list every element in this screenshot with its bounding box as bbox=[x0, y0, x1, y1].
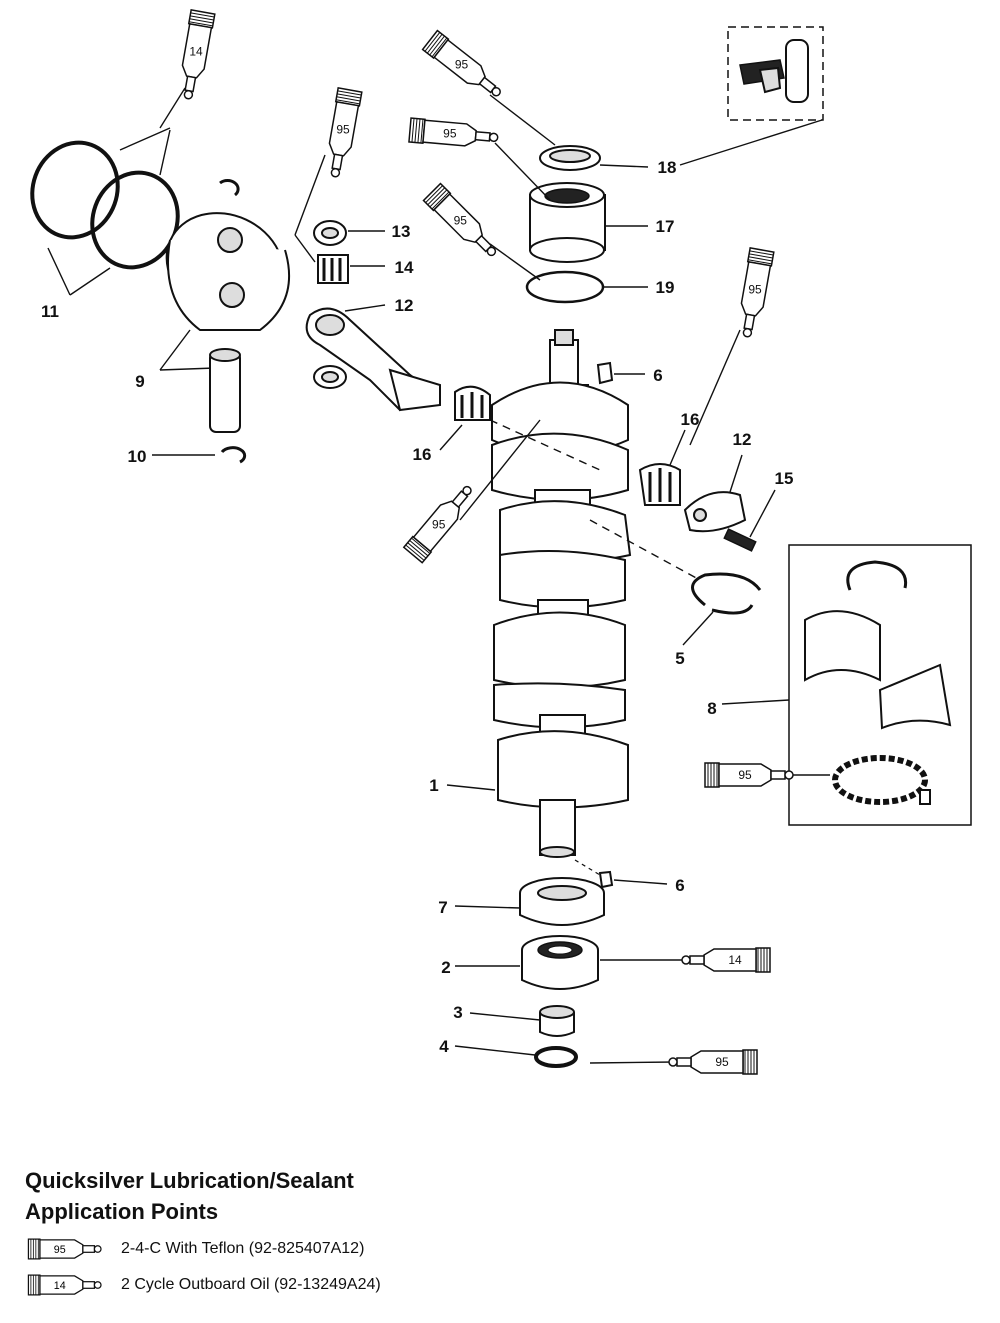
legend-item: 95 2-4-C With Teflon (92-825407A12) bbox=[25, 1235, 625, 1263]
lube-tube-95-inset: 95 bbox=[704, 762, 794, 788]
svg-text:95: 95 bbox=[715, 1055, 729, 1069]
svg-text:95: 95 bbox=[738, 768, 752, 782]
bearing-cage-left bbox=[439, 385, 491, 451]
lube-tube-95-bearing: 95 bbox=[408, 117, 500, 151]
legend: Quicksilver Lubrication/Sealant Applicat… bbox=[25, 1165, 625, 1299]
legend-title-line-2: Application Points bbox=[25, 1199, 219, 1224]
inset-detail-top bbox=[679, 26, 824, 166]
lube-tube-icon: 14 bbox=[27, 1274, 102, 1296]
callout-16-right: 16 bbox=[681, 410, 700, 429]
inset-detail-bearings bbox=[721, 544, 972, 826]
svg-text:14: 14 bbox=[54, 1280, 66, 1292]
lube-tube-14-top: 14 bbox=[175, 9, 216, 102]
top-seal-bearing bbox=[525, 145, 649, 304]
callout-18: 18 bbox=[658, 158, 677, 177]
svg-text:95: 95 bbox=[336, 122, 350, 136]
lube-tube-95-rod: 95 bbox=[322, 87, 363, 180]
exploded-parts-diagram: 14 95 95 95 95 95 95 95 14 95 1 2 3 4 5 … bbox=[30, 9, 972, 1075]
lube-tube-95-right: 95 bbox=[734, 247, 775, 340]
legend-title: Quicksilver Lubrication/Sealant Applicat… bbox=[25, 1165, 625, 1227]
svg-text:14: 14 bbox=[728, 953, 742, 967]
legend-item-description: 2-4-C With Teflon (92-825407A12) bbox=[121, 1240, 365, 1257]
callout-14: 14 bbox=[395, 258, 414, 277]
callout-12-cap: 12 bbox=[733, 430, 752, 449]
callout-17: 17 bbox=[656, 217, 675, 236]
crankshaft bbox=[446, 329, 701, 858]
callout-16-left: 16 bbox=[413, 445, 432, 464]
svg-text:95: 95 bbox=[432, 517, 446, 531]
lube-tube-95-ring: 95 bbox=[422, 182, 504, 264]
connecting-rod bbox=[305, 220, 441, 412]
lube-tube-95-seal: 95 bbox=[421, 29, 508, 105]
rod-cap-right bbox=[638, 429, 776, 552]
callout-15: 15 bbox=[775, 469, 794, 488]
callout-5: 5 bbox=[675, 649, 684, 668]
lube-tube-95-crank: 95 bbox=[403, 479, 480, 564]
callout-7: 7 bbox=[438, 898, 447, 917]
callout-10: 10 bbox=[128, 447, 147, 466]
lower-seal bbox=[454, 877, 605, 926]
legend-item-description: 2 Cycle Outboard Oil (92-13249A24) bbox=[121, 1276, 381, 1293]
callout-19: 19 bbox=[656, 278, 675, 297]
callout-4: 4 bbox=[439, 1037, 449, 1056]
callout-12-rod: 12 bbox=[395, 296, 414, 315]
legend-item: 14 2 Cycle Outboard Oil (92-13249A24) bbox=[25, 1271, 625, 1299]
ball-bearing bbox=[455, 935, 688, 990]
svg-text:95: 95 bbox=[748, 282, 762, 296]
sleeve bbox=[469, 1005, 575, 1037]
piston-rings bbox=[30, 127, 180, 296]
callout-8: 8 bbox=[707, 699, 716, 718]
callout-2: 2 bbox=[441, 958, 450, 977]
svg-text:95: 95 bbox=[443, 126, 457, 140]
lube-tube-14-bearing: 14 bbox=[681, 947, 771, 973]
o-ring bbox=[454, 1045, 676, 1068]
wrist-pin bbox=[152, 348, 241, 456]
callout-3: 3 bbox=[453, 1003, 462, 1022]
callout-11: 11 bbox=[41, 302, 59, 321]
callout-1: 1 bbox=[429, 776, 438, 795]
piston bbox=[159, 212, 291, 371]
callout-6-bottom: 6 bbox=[675, 876, 684, 895]
svg-text:95: 95 bbox=[455, 58, 469, 72]
callout-6-top: 6 bbox=[653, 366, 662, 385]
legend-title-line-1: Quicksilver Lubrication/Sealant bbox=[25, 1168, 354, 1193]
lube-tube-icon: 95 bbox=[27, 1238, 102, 1260]
svg-text:95: 95 bbox=[454, 213, 468, 227]
svg-text:14: 14 bbox=[189, 44, 203, 58]
callout-9: 9 bbox=[135, 372, 144, 391]
callout-13: 13 bbox=[392, 222, 411, 241]
lube-tube-95-oring: 95 bbox=[668, 1049, 758, 1075]
svg-text:95: 95 bbox=[54, 1244, 66, 1256]
